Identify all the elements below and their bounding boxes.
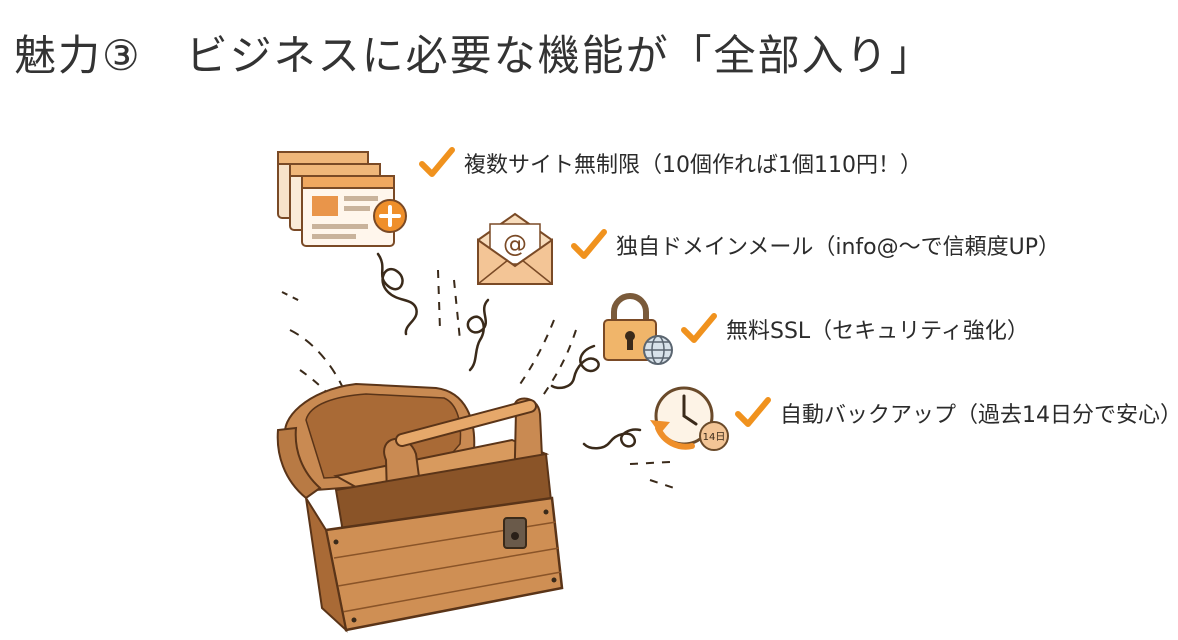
- feature-domain-email: 独自ドメインメール（info@〜で信頼度UP）: [570, 228, 1060, 262]
- feature-auto-backup: 自動バックアップ（過去14日分で安心）: [734, 396, 1178, 430]
- page-title: 魅力③ ビジネスに必要な機能が「全部入り」: [14, 31, 934, 80]
- checkmark-icon: [681, 313, 717, 343]
- padlock-globe-icon: [603, 293, 673, 365]
- feature-label: 自動バックアップ（過去14日分で安心）: [780, 403, 1178, 428]
- feature-multi-site: 複数サイト無制限（10個作れば1個110円！）: [418, 146, 922, 180]
- feature-label: 無料SSL（セキュリティ強化）: [726, 319, 1029, 344]
- feature-label: 独自ドメインメール（info@〜で信頼度UP）: [616, 235, 1060, 260]
- checkmark-icon: [571, 229, 607, 259]
- feature-label: 複数サイト無制限（10個作れば1個110円！）: [464, 153, 922, 178]
- swirl-lines-decoration: [281, 252, 681, 491]
- svg-text:@: @: [503, 230, 527, 258]
- checkmark-icon: [419, 147, 455, 177]
- feature-free-ssl: 無料SSL（セキュリティ強化）: [680, 312, 1029, 346]
- checkmark-icon: [735, 397, 771, 427]
- email-envelope-icon: @: [477, 212, 553, 285]
- backup-clock-icon: 14日: [650, 386, 729, 451]
- treasure-chest-illustration: [276, 382, 564, 633]
- website-windows-icon: [277, 151, 407, 247]
- svg-text:14日: 14日: [703, 432, 726, 443]
